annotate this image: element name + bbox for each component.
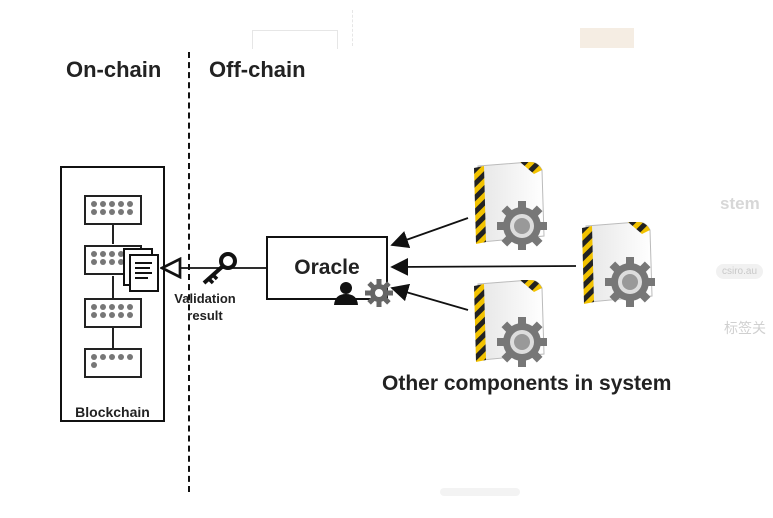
- document-icon: [123, 248, 159, 292]
- block-link: [112, 328, 114, 348]
- faint-text-chinese: 标签关: [724, 320, 766, 336]
- on-chain-label: On-chain: [66, 57, 162, 82]
- server-component-icon: [582, 222, 655, 307]
- block-link: [112, 276, 114, 298]
- off-chain-label: Off-chain: [209, 57, 306, 82]
- person-icon: [334, 282, 358, 305]
- validation-result-label: Validation result: [160, 290, 250, 324]
- faint-text-stem: stem: [720, 194, 760, 213]
- oracle-label: Oracle: [294, 256, 360, 279]
- chain-divider: [188, 52, 190, 492]
- faint-thumb-top: [580, 28, 634, 48]
- oracle-box: [266, 236, 388, 300]
- server-component-icon: [474, 162, 547, 250]
- validation-label-line1: Validation: [174, 291, 236, 306]
- block: [84, 348, 142, 378]
- block-link: [112, 224, 114, 244]
- other-components-label: Other components in system: [382, 372, 672, 395]
- faint-box-top: [252, 30, 338, 49]
- key-icon: [202, 252, 237, 285]
- blockchain-label: Blockchain: [75, 404, 150, 420]
- block: [84, 195, 142, 225]
- server-component-icon: [474, 280, 547, 367]
- gear-icon: [365, 279, 393, 307]
- validation-label-line2: result: [187, 308, 223, 323]
- faint-bottom-fragment: [440, 488, 520, 496]
- faint-pill-csiro: csiro.au: [716, 264, 764, 279]
- faint-divider-top: [352, 10, 353, 46]
- block: [84, 298, 142, 328]
